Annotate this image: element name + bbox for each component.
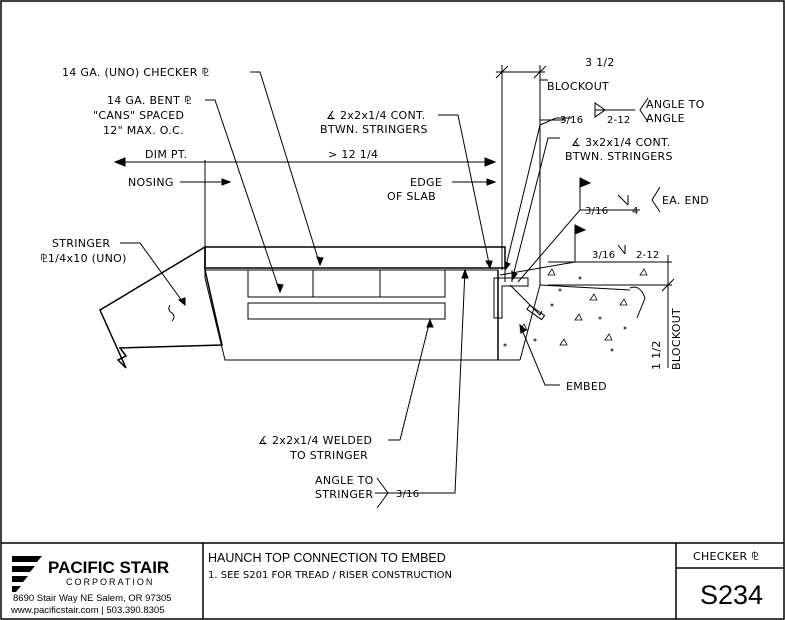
label-bent-plate-2: "CANS" SPACED (93, 109, 184, 122)
label-weld-a-length: 2-12 (607, 115, 631, 126)
label-dim-pt: DIM PT. (145, 148, 187, 161)
drawing-labels: 14 GA. (UNO) CHECKER ⅊ 14 GA. BENT ⅊ "CA… (40, 56, 709, 501)
can-left (247, 269, 314, 298)
label-blockout-vertical: BLOCKOUT (670, 308, 683, 370)
label-angle-to-angle-2: ANGLE (646, 112, 685, 125)
label-dim-1-half: 1 1/2 (650, 340, 663, 370)
label-welded-angle-2: TO STRINGER (289, 449, 368, 462)
label-checker-plate: 14 GA. (UNO) CHECKER ⅊ (62, 66, 210, 79)
welded-angle (247, 302, 446, 320)
detail-drawing (99, 65, 675, 509)
label-ea-end: EA. END (662, 194, 709, 207)
label-dim-12: > 12 1/4 (328, 148, 378, 161)
leaders (120, 71, 661, 509)
label-of-slab: OF SLAB (387, 190, 436, 203)
label-dim-3-half: 3 1/2 (585, 56, 615, 69)
slab-aggregate (503, 268, 648, 352)
label-angle-cont-1: ∡ 2x2x1/4 CONT. (326, 109, 426, 122)
label-weld-c-length: 2-12 (636, 250, 660, 261)
can-right (379, 269, 446, 298)
stringer-plate (99, 245, 223, 369)
label-angle-3x2-1: ∡ 3x2x1/4 CONT. (571, 136, 671, 149)
label-weld-b-size: 3/16 (585, 206, 608, 217)
label-angle-stringer-2: STRINGER (315, 488, 373, 501)
label-bent-plate-3: 12" MAX. O.C. (103, 124, 184, 137)
label-angle-cont-2: BTWN. STRINGERS (320, 123, 428, 136)
detail-note: 1. SEE S201 FOR TREAD / RISER CONSTRUCTI… (208, 570, 452, 581)
label-weld-b-length: 4 (632, 206, 639, 217)
label-angle-stringer-1: ANGLE TO (315, 474, 374, 487)
label-edge: EDGE (410, 176, 442, 189)
sheet-number: S234 (700, 580, 763, 610)
checker-plate (204, 246, 506, 269)
embed-angle (493, 277, 529, 319)
company-contact: www.pacificstair.com | 503.390.8305 (10, 605, 165, 616)
label-nosing: NOSING (128, 176, 174, 189)
title-block: PACIFIC STAIR CORPORATION 8690 Stair Way… (1, 542, 784, 619)
label-stringer-1: STRINGER (52, 237, 110, 250)
label-weld-c-size: 3/16 (592, 250, 615, 261)
label-embed: EMBED (566, 380, 607, 393)
label-welded-angle-1: ∡ 2x2x1/4 WELDED (258, 434, 372, 447)
label-angle-3x2-2: BTWN. STRINGERS (565, 150, 673, 163)
label-blockout: BLOCKOUT (547, 80, 609, 93)
label-bent-plate-1: 14 GA. BENT ⅊ (107, 94, 192, 107)
company-subtitle: CORPORATION (66, 577, 154, 587)
label-weld-d-size: 3/16 (396, 489, 419, 500)
detail-category: CHECKER ⅊ (693, 550, 759, 563)
label-angle-to-angle-1: ANGLE TO (646, 98, 705, 111)
label-stringer-2: ⅊1/4x10 (UNO) (40, 252, 127, 265)
company-name: PACIFIC STAIR (48, 558, 169, 577)
company-address: 8690 Stair Way NE Salem, OR 97305 (13, 593, 172, 604)
detail-title: HAUNCH TOP CONNECTION TO EMBED (208, 551, 446, 565)
company-logo-icon (12, 556, 42, 592)
label-weld-a-size: 3/16 (560, 115, 583, 126)
stringer-haunch (204, 269, 499, 361)
